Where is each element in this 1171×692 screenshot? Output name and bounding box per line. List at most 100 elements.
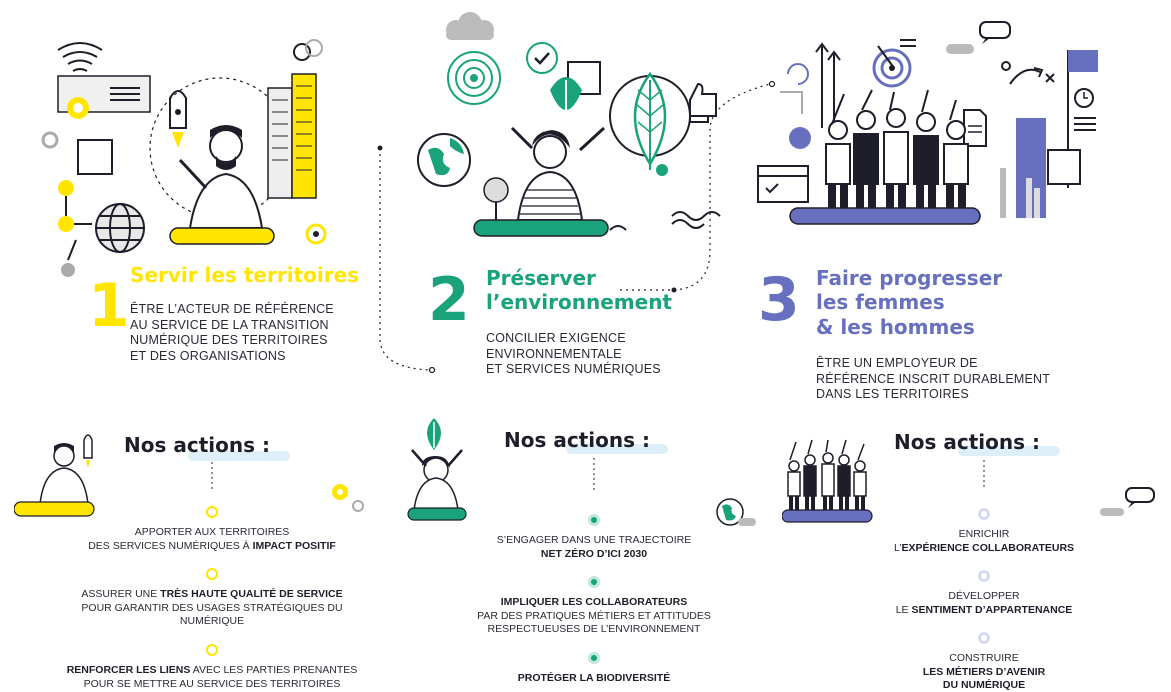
action-text-bold: TRÈS HAUTE QUALITÉ DE SERVICE bbox=[160, 588, 343, 600]
action-line: ENRICHIR bbox=[784, 528, 1171, 542]
action-item-3-1: ENRICHIR L’EXPÉRIENCE COLLABORATEURS bbox=[784, 528, 1171, 555]
action-text: ASSURER UNE bbox=[81, 588, 161, 600]
pedestal-purple bbox=[789, 207, 981, 225]
person-holding-leaf bbox=[510, 77, 606, 221]
action-marker bbox=[978, 632, 990, 644]
earth-icon bbox=[417, 133, 471, 187]
action-text: DÉVELOPPER bbox=[948, 590, 1020, 602]
gear-icon-yellow bbox=[67, 97, 89, 119]
action-line: APPORTER AUX TERRITOIRES bbox=[12, 526, 412, 540]
action-text-bold: RENFORCER LES LIENS bbox=[66, 664, 191, 676]
target-icon bbox=[872, 45, 912, 88]
trend-arrow-icon bbox=[1001, 61, 1055, 85]
mini-illustration-1 bbox=[14, 434, 95, 517]
illustration-preserver-environnement bbox=[417, 12, 721, 237]
action-text: LE bbox=[895, 603, 912, 616]
pillar-2-subtitle: CONCILIER EXIGENCE ENVIRONNEMENTALE ET S… bbox=[486, 331, 661, 377]
action-text-bold: LES MÉTIERS D’AVENIR bbox=[922, 665, 1046, 678]
mini-gear-icons bbox=[332, 484, 364, 512]
leaf-icon-big bbox=[609, 71, 691, 170]
action-line: LE SENTIMENT D’APPARTENANCE bbox=[784, 604, 1171, 618]
action-text-bold: NET ZÉRO D’ICI 2030 bbox=[540, 547, 648, 560]
action-text-bold: DU NUMÉRIQUE bbox=[942, 679, 1026, 692]
action-item-1-3: RENFORCER LES LIENS AVEC LES PARTIES PRE… bbox=[12, 664, 412, 691]
action-text: RESPECTUEUSES DE L’ENVIRONNEMENT bbox=[487, 623, 701, 636]
action-line: PROTÉGER LA BIODIVERSITÉ bbox=[394, 672, 794, 686]
buildings-icon bbox=[267, 73, 317, 199]
action-line: NUMÉRIQUE bbox=[12, 615, 412, 629]
globe-icon bbox=[95, 203, 145, 253]
mini-speech-bubble-icon bbox=[1100, 487, 1155, 516]
pillar-1-number: 1 bbox=[88, 271, 130, 341]
tree-icon bbox=[483, 177, 509, 220]
pillar-3-number: 3 bbox=[758, 265, 800, 335]
mini-illustration-2 bbox=[407, 418, 467, 521]
speech-bubble-icon bbox=[979, 21, 1011, 44]
check-icon bbox=[526, 42, 558, 74]
actions-heading-2: Nos actions : bbox=[504, 428, 650, 452]
illustration-servir-territoires bbox=[41, 39, 327, 277]
mini-earth-icon bbox=[716, 498, 756, 526]
action-line: L’EXPÉRIENCE COLLABORATEURS bbox=[784, 542, 1171, 556]
action-text: NUMÉRIQUE bbox=[179, 615, 245, 628]
action-text: POUR GARANTIR DES USAGES STRATÉGIQUES DU bbox=[81, 601, 343, 614]
pillar-1-title: Servir les territoires bbox=[130, 263, 360, 287]
action-line: DU NUMÉRIQUE bbox=[784, 679, 1171, 692]
pillar-1-subtitle: ÊTRE L’ACTEUR DE RÉFÉRENCE AU SERVICE DE… bbox=[130, 302, 334, 363]
action-marker bbox=[206, 506, 218, 518]
pillar-2-number: 2 bbox=[428, 265, 470, 335]
link-icon bbox=[293, 39, 323, 61]
person-illustration bbox=[178, 125, 264, 229]
actions-heading-3: Nos actions : bbox=[894, 430, 1040, 454]
action-text: PAR DES PRATIQUES MÉTIERS ET ATTITUDES bbox=[477, 609, 711, 622]
action-line: POUR GARANTIR DES USAGES STRATÉGIQUES DU bbox=[12, 602, 412, 616]
thumbs-up-icon bbox=[689, 82, 717, 123]
action-text: L’ bbox=[893, 541, 902, 554]
action-line: NET ZÉRO D’ICI 2030 bbox=[394, 548, 794, 562]
document-icon bbox=[963, 109, 987, 147]
action-text: AVEC LES PARTIES PRENANTES bbox=[190, 664, 358, 676]
action-text: DES SERVICES NUMÉRIQUES À bbox=[88, 539, 253, 552]
rocket-icon bbox=[169, 90, 187, 148]
pillar-3-subtitle: ÊTRE UN EMPLOYEUR DE RÉFÉRENCE INSCRIT D… bbox=[816, 356, 1051, 402]
actions-underline-3 bbox=[958, 446, 1060, 456]
pillar-3-title: Faire progresser les femmes & les hommes bbox=[816, 266, 1003, 339]
action-line: PAR DES PRATIQUES MÉTIERS ET ATTITUDES bbox=[394, 610, 794, 624]
action-marker bbox=[588, 514, 600, 526]
radar-icon bbox=[447, 51, 501, 105]
action-text: ENRICHIR bbox=[958, 528, 1010, 540]
gear-icon-grey bbox=[41, 131, 59, 149]
action-text: S’ENGAGER DANS UNE TRAJECTOIRE bbox=[496, 534, 692, 546]
action-text-bold: EXPÉRIENCE COLLABORATEURS bbox=[901, 541, 1075, 554]
checklist-window bbox=[757, 165, 809, 203]
action-line: IMPLIQUER LES COLLABORATEURS bbox=[394, 596, 794, 610]
people-group bbox=[825, 89, 969, 210]
action-line: LES MÉTIERS D’AVENIR bbox=[784, 666, 1171, 680]
action-text-bold: IMPACT POSITIF bbox=[252, 539, 336, 552]
clock-icon bbox=[1074, 88, 1094, 108]
action-text: CONSTRUIRE bbox=[949, 652, 1019, 664]
actions-heading-1: Nos actions : bbox=[124, 433, 270, 457]
wifi-icon bbox=[57, 42, 103, 72]
pillar-2-title: Préserver l’environnement bbox=[486, 266, 672, 315]
action-line: RESPECTUEUSES DE L’ENVIRONNEMENT bbox=[394, 623, 794, 637]
action-line: ASSURER UNE TRÈS HAUTE QUALITÉ DE SERVIC… bbox=[12, 588, 412, 602]
action-text: POUR SE METTRE AU SERVICE DES TERRITOIRE… bbox=[83, 677, 341, 690]
action-item-2-3: PROTÉGER LA BIODIVERSITÉ bbox=[394, 672, 794, 686]
action-line: DÉVELOPPER bbox=[784, 590, 1171, 604]
actions-underline-2 bbox=[566, 444, 668, 454]
illustration-faire-progresser bbox=[757, 21, 1098, 225]
action-line: CONSTRUIRE bbox=[784, 652, 1171, 666]
action-line: POUR SE METTRE AU SERVICE DES TERRITOIRE… bbox=[12, 678, 412, 692]
action-marker bbox=[978, 570, 990, 582]
actions-underline-1 bbox=[188, 451, 290, 461]
mini-illustration-3 bbox=[782, 439, 873, 523]
cloud-icon bbox=[446, 12, 494, 40]
action-text: APPORTER AUX TERRITOIRES bbox=[134, 526, 290, 538]
